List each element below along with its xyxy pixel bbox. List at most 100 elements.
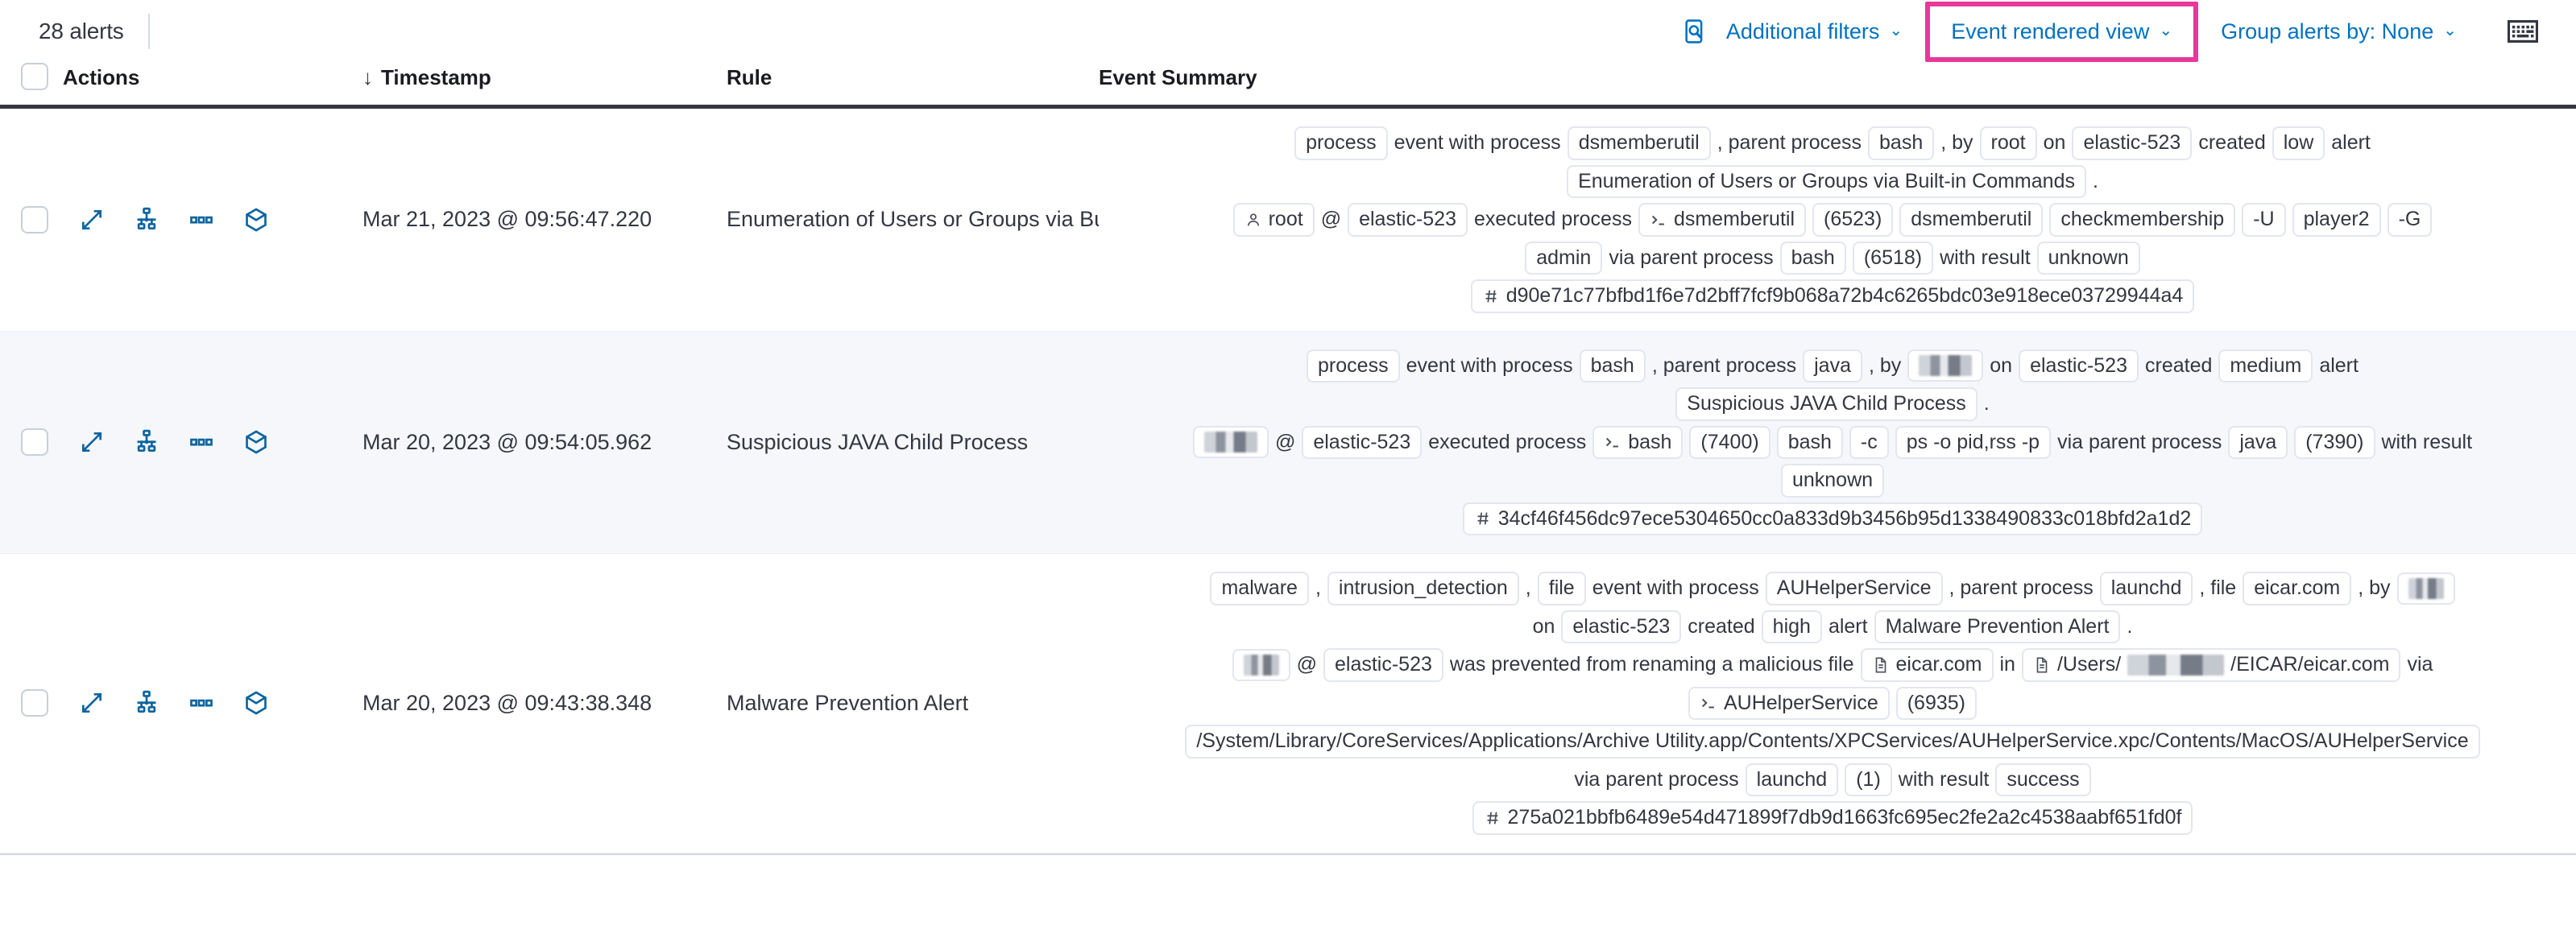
summary-token[interactable]: elastic-523	[1561, 610, 1682, 643]
expand-icon[interactable]	[77, 688, 106, 717]
summary-token[interactable]	[1232, 648, 1290, 681]
session-view-icon[interactable]	[242, 688, 271, 717]
summary-token[interactable]: bash	[1579, 349, 1646, 382]
token-label: process	[1318, 353, 1389, 377]
summary-token[interactable]: (6523)	[1812, 203, 1894, 237]
more-actions-icon[interactable]	[187, 688, 216, 717]
token-label: Suspicious JAVA Child Process	[1687, 392, 1966, 415]
expand-icon[interactable]	[77, 428, 106, 457]
summary-token[interactable]: process	[1307, 349, 1400, 382]
summary-token[interactable]: bash	[1868, 126, 1935, 160]
summary-token[interactable]: root	[1232, 203, 1315, 237]
summary-token[interactable]: Enumeration of Users or Groups via Built…	[1567, 164, 2086, 198]
summary-token[interactable]: java	[1803, 349, 1862, 382]
row-select-checkbox[interactable]	[21, 205, 48, 234]
row-select-checkbox[interactable]	[21, 428, 48, 457]
th-timestamp[interactable]: ↓ Timestamp	[362, 63, 727, 105]
keyboard-shortcuts-icon[interactable]	[2505, 14, 2541, 49]
summary-token[interactable]: (6518)	[1852, 241, 1934, 275]
summary-text: with result	[1940, 246, 2031, 269]
summary-token[interactable]: bash	[1776, 425, 1843, 459]
token-label: AUHelperService	[1776, 577, 1932, 599]
summary-token[interactable]: elastic-523	[1323, 648, 1443, 682]
session-view-icon[interactable]	[242, 428, 271, 457]
summary-token[interactable]: bash	[1592, 425, 1684, 459]
token-label: (1)	[1856, 767, 1881, 791]
select-all-checkbox[interactable]	[21, 63, 48, 90]
summary-token[interactable]: process	[1294, 126, 1388, 160]
summary-token[interactable]: AUHelperService	[1688, 686, 1890, 720]
summary-token[interactable]: player2	[2292, 203, 2381, 237]
summary-token[interactable]: elastic-523	[1348, 203, 1468, 237]
summary-token[interactable]: medium	[2218, 349, 2313, 382]
summary-token[interactable]	[1192, 426, 1269, 459]
analyze-event-icon[interactable]	[132, 205, 161, 234]
analyze-event-icon[interactable]	[132, 688, 161, 717]
summary-token[interactable]: /System/Library/CoreServices/Application…	[1185, 725, 2480, 758]
additional-filters-button[interactable]: Additional filters ⌄	[1712, 11, 1917, 52]
summary-token[interactable]: launchd	[1745, 762, 1839, 796]
event-rendered-view-button[interactable]: Event rendered view ⌄	[1936, 11, 2187, 52]
summary-token[interactable]: dsmemberutil	[1567, 126, 1711, 160]
expand-icon[interactable]	[77, 205, 106, 234]
summary-token[interactable]: eicar.com	[1860, 648, 1994, 682]
summary-token[interactable]: (1)	[1845, 762, 1892, 796]
summary-token[interactable]: (7390)	[2294, 425, 2375, 459]
summary-token[interactable]: malware	[1210, 572, 1309, 605]
summary-token[interactable]: elastic-523	[2019, 349, 2139, 382]
group-alerts-by-button[interactable]: Group alerts by: None ⌄	[2206, 11, 2471, 52]
summary-token[interactable]: -c	[1849, 425, 1889, 459]
summary-token[interactable]: AUHelperService	[1765, 572, 1943, 605]
summary-token[interactable]: dsmemberutil	[1899, 203, 2044, 237]
summary-token[interactable]: elastic-523	[2072, 126, 2193, 160]
summary-token[interactable]: elastic-523	[1302, 425, 1423, 459]
summary-token[interactable]: unknown	[1780, 464, 1885, 498]
summary-token[interactable]	[2396, 572, 2455, 605]
summary-token[interactable]: admin	[1525, 241, 1603, 275]
token-label: /Users/	[2056, 653, 2122, 676]
th-event-summary-label: Event Summary	[1099, 65, 1257, 89]
event-hash-badge[interactable]: d90e71c77bfbd1f6e7d2bff7fcf9b068a72b4c62…	[1470, 279, 2195, 313]
session-view-icon[interactable]	[242, 205, 271, 234]
summary-token[interactable]: root	[1979, 126, 2037, 160]
summary-token[interactable]	[1907, 349, 1984, 382]
summary-token[interactable]: bash	[1779, 241, 1846, 275]
inspect-search-icon[interactable]	[1679, 15, 1712, 48]
summary-token[interactable]: dsmemberutil	[1638, 203, 1807, 237]
summary-token[interactable]: (7400)	[1689, 425, 1770, 459]
summary-token[interactable]: Malware Prevention Alert	[1874, 610, 2121, 643]
rule-name[interactable]: Malware Prevention Alert	[727, 690, 969, 715]
summary-token[interactable]: -U	[2242, 203, 2286, 237]
summary-token[interactable]: intrusion_detection	[1327, 572, 1519, 605]
summary-token[interactable]: file	[1537, 572, 1586, 605]
summary-token[interactable]: -G	[2387, 203, 2433, 237]
analyze-event-icon[interactable]	[132, 428, 161, 457]
th-rule[interactable]: Rule	[727, 63, 1099, 105]
more-actions-icon[interactable]	[187, 205, 216, 234]
more-actions-icon[interactable]	[187, 428, 216, 457]
summary-token[interactable]: eicar.com	[2243, 572, 2352, 605]
summary-token[interactable]: ps -o pid,rss -p	[1895, 425, 2052, 459]
summary-token[interactable]: /Users//EICAR/eicar.com	[2021, 648, 2401, 682]
summary-token[interactable]: java	[2228, 425, 2288, 459]
event-hash-badge[interactable]: 34cf46f456dc97ece5304650cc0a833d9b3456b9…	[1462, 502, 2203, 535]
summary-token[interactable]: Suspicious JAVA Child Process	[1675, 387, 1978, 421]
rule-name[interactable]: Enumeration of Users or Groups via Bui	[727, 207, 1099, 232]
summary-token[interactable]: checkmembership	[2049, 203, 2236, 237]
summary-token[interactable]: launchd	[2099, 572, 2193, 605]
event-hash-badge[interactable]: 275a021bbfb6489e54d471899f7db9d1663fc695…	[1472, 801, 2193, 835]
token-label: elastic-523	[2030, 353, 2127, 377]
th-event-summary[interactable]: Event Summary	[1099, 63, 2576, 105]
summary-text: alert	[1828, 614, 1868, 638]
row-select-checkbox[interactable]	[21, 689, 48, 717]
summary-token[interactable]: high	[1761, 610, 1822, 643]
summary-token[interactable]: unknown	[2036, 241, 2140, 275]
summary-token[interactable]: success	[1995, 762, 2091, 796]
summary-token[interactable]: low	[2272, 126, 2325, 160]
summary-token[interactable]: (6935)	[1895, 686, 1977, 720]
rule-name[interactable]: Suspicious JAVA Child Process	[727, 429, 1029, 454]
